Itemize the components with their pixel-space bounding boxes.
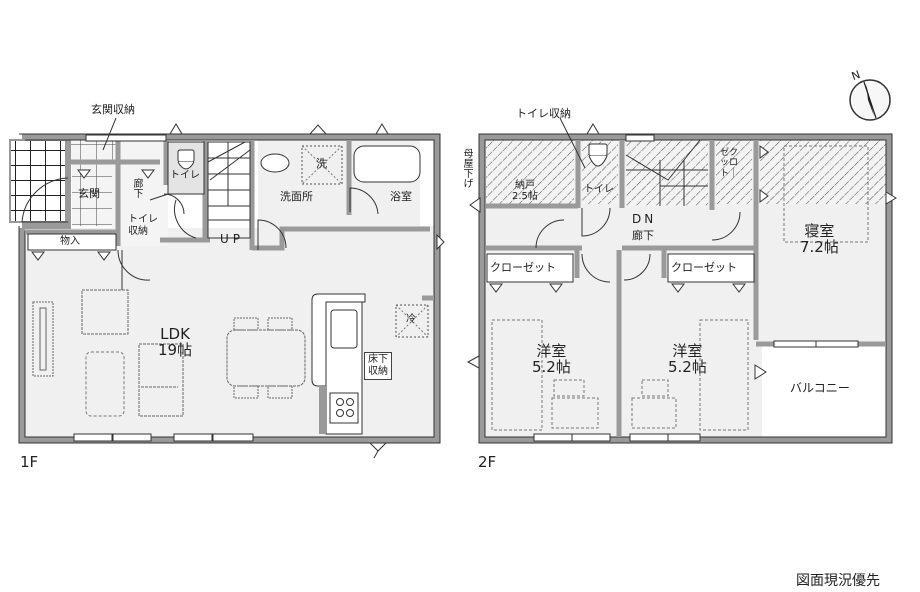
label-entrance-storage: 玄関収納 [91, 103, 135, 116]
label-toilet-storage-2f: トイレ収納 [516, 107, 571, 120]
storeroom-name: 納戸 [514, 180, 535, 191]
label-bedroom: 寝室 7.2帖 [800, 222, 839, 256]
ldk-name: LDK [160, 325, 190, 343]
entrance-floor [72, 162, 114, 226]
label-stairs-dn: DN [632, 212, 657, 226]
label-hallway-2f: 廊下 [632, 229, 654, 242]
western-room-2-size: 5.2帖 [668, 357, 707, 376]
label-closet-1f: 物入 [60, 236, 80, 247]
label-toilet-2f: トイレ [584, 184, 614, 195]
label-western-room-2: 洋室 5.2帖 [668, 342, 707, 376]
footnote-drawing-priority: 図面現況優先 [796, 573, 880, 589]
compass-icon [849, 79, 891, 121]
label-walk-in-closet: ゼクッロト｜ [720, 148, 739, 179]
label-closet-1: クローゼット [490, 261, 556, 274]
floor-label-2f: 2F [478, 453, 497, 471]
label-closet-2: クローゼット [671, 261, 737, 274]
label-balcony: バルコニー [790, 381, 850, 395]
bedroom-name: 寝室 [804, 222, 835, 240]
label-ldk: LDK 19帖 [158, 325, 193, 359]
label-hallway-1f: 廊下 [131, 178, 142, 198]
floor-1f [9, 117, 445, 459]
western-room-1-name: 洋室 [536, 342, 567, 360]
floor-2f [466, 117, 897, 444]
label-washroom: 洗面所 [280, 190, 313, 203]
label-entrance: 玄関 [78, 187, 100, 200]
label-bathroom: 浴室 [390, 190, 412, 203]
bedroom-size: 7.2帖 [800, 237, 839, 256]
floor-label-1f: 1F [20, 453, 39, 471]
label-washer: 洗 [316, 157, 327, 170]
porch-tile [9, 139, 67, 223]
label-main-roof-down: 母屋下げ [461, 148, 472, 188]
label-toilet-storage-1f: トイレ 収納 [128, 214, 158, 237]
ldk-size: 19帖 [158, 340, 193, 359]
label-storeroom: 納戸 2.5帖 [512, 180, 538, 202]
storeroom-size: 2.5帖 [512, 191, 538, 202]
label-toilet-1f: トイレ [170, 170, 200, 181]
western-room-2-name: 洋室 [672, 342, 703, 360]
label-stairs-up: UP [220, 232, 245, 246]
label-western-room-1: 洋室 5.2帖 [532, 342, 571, 376]
label-underfloor-storage: 床下 収納 [364, 352, 392, 380]
western-room-1-size: 5.2帖 [532, 357, 571, 376]
label-refrigerator: 冷 [406, 314, 416, 325]
